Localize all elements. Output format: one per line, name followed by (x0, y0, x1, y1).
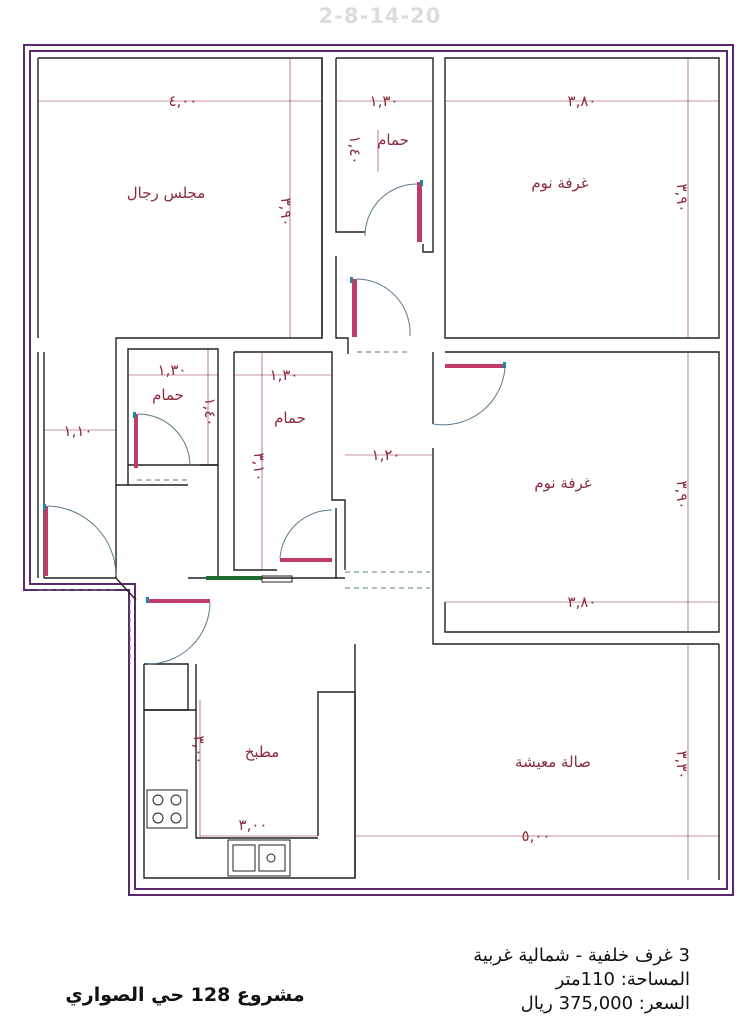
dim-bed1-height: ٣,٩٠ (673, 184, 691, 213)
room-label-kitchen: مطبخ (245, 743, 280, 761)
dim-majlis-height: ٣,٩٠ (277, 198, 295, 227)
room-label-living: صالة معيشة (515, 753, 591, 771)
dim-living-height: ٣,٣٠ (673, 751, 691, 780)
room-label-bedroom-1: غرفة نوم (531, 174, 588, 192)
document-stamp: 2-8-14-20 (318, 4, 442, 28)
dim-kitchen-height: ٣,٠٠ (190, 736, 208, 765)
listing-info: 3 غرف خلفية - شمالية غربية المساحة: 110م… (473, 944, 690, 1016)
dim-bed1-width: ٣,٨٠ (568, 92, 597, 110)
dimension-lines (38, 58, 719, 880)
door-bedroom-2 (432, 364, 506, 426)
sink-icon (227, 839, 291, 877)
room-label-bedroom-2: غرفة نوم (534, 474, 591, 492)
door-bath-top (364, 182, 422, 242)
project-title: مشروع 128 حي الصواري (65, 984, 305, 1006)
room-label-bath-top: حمام (377, 131, 409, 149)
door-kitchen (147, 599, 211, 665)
door-bath-mid (279, 509, 333, 562)
dim-bath-mid-width: ١,٣٠ (270, 366, 299, 384)
room-label-bath-mid: حمام (274, 409, 306, 427)
dim-living-width: ٥,٠٠ (522, 827, 551, 845)
dim-kitchen-width: ٣,٠٠ (239, 816, 268, 834)
door-corridor-top (352, 278, 411, 337)
door-bath-left (134, 413, 191, 468)
dim-hall-width: ١,٢٠ (372, 446, 401, 464)
dim-bath-top-width: ١,٣٠ (370, 92, 399, 110)
room-label-bath-left: حمام (152, 386, 184, 404)
door-majlis (44, 505, 117, 577)
dim-bath-mid-height: ٣,١٠ (250, 453, 268, 482)
dim-bath-left-height: ١,٤٠ (201, 398, 219, 427)
openings (38, 351, 430, 664)
window-markers (43, 180, 506, 603)
dim-bath-left-width: ١,٣٠ (158, 361, 187, 379)
room-label-majlis: مجلس رجال (127, 184, 206, 202)
walls (37, 57, 720, 880)
sliding-door (206, 575, 293, 583)
info-rooms: 3 غرف خلفية - شمالية غربية (473, 945, 690, 966)
outer-boundary (23, 44, 734, 896)
info-price: السعر: 375,000 ريال (520, 993, 690, 1014)
info-area: المساحة: 110متر (555, 969, 690, 990)
dim-bed2-width: ٣,٨٠ (568, 593, 597, 611)
dim-bed2-height: ٣,٩٠ (673, 481, 691, 510)
dim-bath-top-height: ١,٤٠ (346, 136, 364, 165)
dim-corridor-width: ١,١٠ (64, 422, 93, 440)
dim-majlis-width: ٤,٠٠ (169, 92, 198, 110)
doors (44, 182, 506, 665)
stove-icon (146, 789, 188, 829)
